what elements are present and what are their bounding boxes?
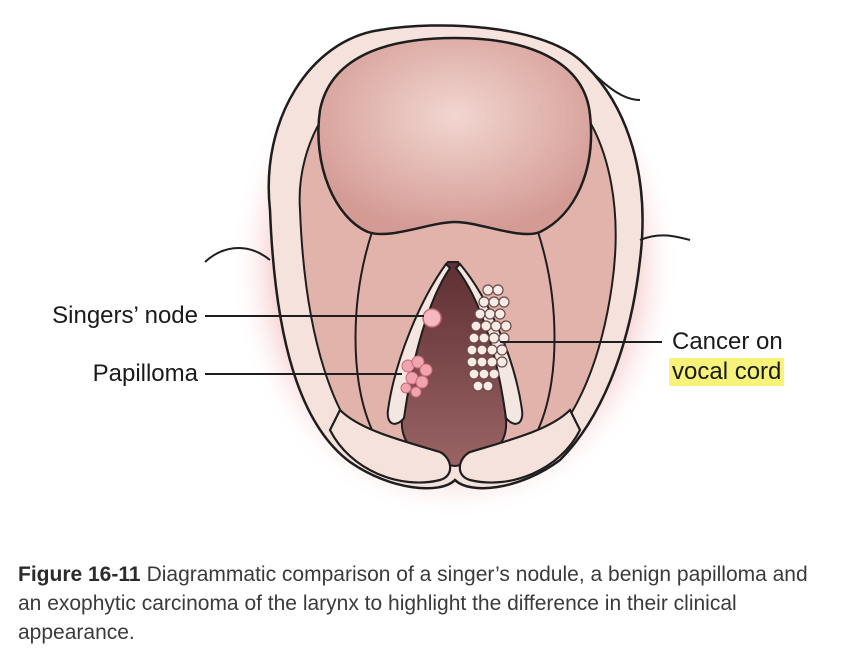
right-upper-fold	[589, 69, 641, 101]
cancer-label-line1: Cancer on	[672, 328, 783, 355]
right-arytenoid	[458, 408, 582, 484]
left-arytenoid	[328, 408, 452, 484]
right-ventricular-fold	[537, 231, 556, 431]
right-pharyngeal-fold	[639, 234, 691, 241]
left-pharyngeal-fold	[204, 246, 271, 263]
papilloma-label: Papilloma	[92, 360, 198, 387]
singers-node-lesion	[422, 308, 442, 328]
figure-number: Figure 16-11	[18, 563, 141, 586]
larynx-illustration	[204, 10, 691, 520]
cancer-lesion	[466, 284, 512, 392]
cancer-label-line2: vocal cord	[669, 358, 785, 386]
left-ventricular-fold	[354, 231, 373, 431]
singers-node-label: Singers’ node	[52, 302, 198, 329]
caption-text: Diagrammatic comparison of a singer’s no…	[18, 563, 808, 644]
papilloma-lesion	[400, 355, 433, 398]
epiglottis	[317, 36, 593, 236]
